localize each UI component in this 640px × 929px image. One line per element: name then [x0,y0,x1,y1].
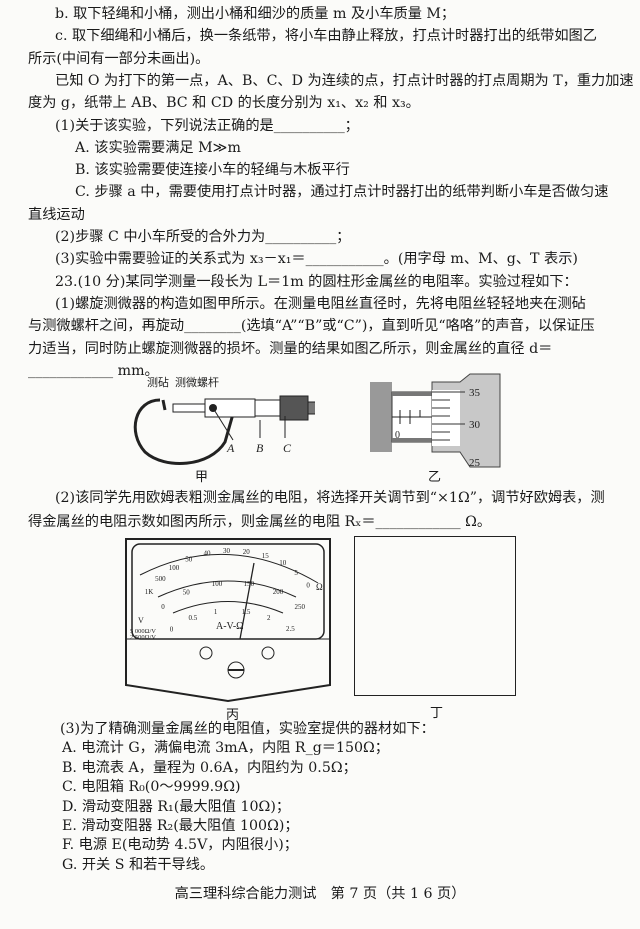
scale-tick-label: 50 [185,555,193,563]
scale-tick-label: 0 [161,603,165,611]
v-label: V [138,616,144,625]
text-line: C. 步骤 a 中，需要使用打点计时器，通过打点计时器打出的纸带判断小车是否做匀… [75,184,609,201]
text-line: 得金属丝的电阻示数如图丙所示，则金属丝的电阻 Rₓ＝____________ Ω… [28,514,492,530]
scale-tick-label: 200 [273,588,284,596]
text-line: C. 电阻箱 R₀(0～9999.9Ω) [62,779,241,796]
tick-0: 0 [395,430,400,441]
text-line: B. 该实验需要使连接小车的轻绳与木板平行 [75,162,350,179]
text-line: (1)关于该实验，下列说法正确的是__________； [55,117,359,134]
text-line: (2)步骤 C 中小车所受的合外力为__________； [55,229,351,245]
scale-tick-label: 2 [267,614,271,622]
text-line: 所示(中间有一部分未画出)。 [28,50,210,67]
scale-tick-label: 1.5 [242,608,251,616]
spec-2: 2 500Ω/V [130,634,156,641]
scale-tick-label: 250 [295,603,306,611]
ohm-unit: Ω [316,582,323,592]
caption-bing: 丙 [226,708,240,723]
spec-1: 5 000Ω/V [130,628,156,635]
text-line: c. 取下细绳和小桶后，换一条纸带，将小车由静止释放，打点计时器打出的纸带如图乙 [55,28,597,45]
scale-tick-label: 100 [169,564,180,572]
text-line: A. 该实验需要满足 M≫m [75,139,241,156]
label-b: B [256,441,264,455]
text-line: 力适当，同时防止螺旋测微器的损坏。测量的结果如图乙所示，则金属丝的直径 d＝ [28,340,553,357]
text-line: (3)实验中需要验证的关系式为 x₃－x₁＝___________。(用字母 m… [55,251,578,268]
text-line: (3)为了精确测量金属丝的电阻值，实验室提供的器材如下： [60,721,435,737]
micrometer-reading-figure: 35 30 25 0 [370,373,501,469]
text-line: B. 电流表 A，量程为 0.6A，内阻约为 0.5Ω； [62,759,357,776]
scale-tick-label: 2.5 [286,625,295,633]
scale-tick-label: 150 [244,580,255,588]
text-line: (2)该同学先用欧姆表粗测金属丝的电阻，将选择开关调节到“×1Ω”，调节好欧姆表… [55,490,605,506]
scale-tick-label: 0.5 [189,614,198,622]
page-footer: 高三理科综合能力测试 第 7 页（共 1 6 页） [174,886,466,902]
caption-yi: 乙 [428,470,442,485]
text-line: 与测微螺杆之间，再旋动________(选填“A”“B”或“C”)，直到听见“咯… [28,318,595,335]
scale-tick-label: 10 [279,559,287,567]
text-line: b. 取下轻绳和小桶，测出小桶和细沙的质量 m 及小车质量 M； [55,6,456,22]
text-line: 度为 g，纸带上 AB、BC 和 CD 的长度分别为 x₁、x₂ 和 x₃。 [28,95,420,112]
anvil-label: 测砧 [147,375,169,389]
scale-tick-label: 20 [243,548,251,556]
text-line: ____________ mm。 [28,362,159,379]
label-c: C [283,441,292,455]
text-line: A. 电流计 G，满偏电流 3mA，内阻 R_g＝150Ω； [62,740,389,757]
micrometer-figure: 测砧 测微螺杆 A B C [133,375,315,465]
text-line: E. 滑动变阻器 R₂(最大阻值 100Ω)； [62,818,299,834]
scale-tick-label: 500 [155,575,166,583]
text-line: F. 电源 E(电动势 4.5V，内阻很小)； [62,837,298,854]
tick-35: 35 [469,387,481,399]
scale-tick-label: 1K [145,588,154,596]
scale-tick-label: 40 [204,550,212,558]
scale-tick-label: 100 [212,580,223,588]
tick-25: 25 [469,457,481,469]
caption-jia: 甲 [195,470,209,485]
text-line: 23.(10 分)某同学测量一段长为 L＝1m 的圆柱形金属丝的电阻率。实验过程… [55,273,578,290]
tick-30: 30 [469,419,481,431]
text-line: 直线运动 [28,206,85,223]
blank-drawing-box [354,536,516,696]
text-line: 已知 O 为打下的第一点，A、B、C、D 为连续的点，打点计时器的打点周期为 T… [55,72,634,89]
scale-tick-label: 30 [223,547,231,555]
meter-label: A-V-Ω [216,621,244,632]
caption-ding: 丁 [430,706,444,721]
label-a: A [226,441,235,455]
scale-tick-label: 5 [294,569,298,577]
text-line: D. 滑动变阻器 R₁(最大阻值 10Ω)； [62,798,291,815]
scale-tick-label: 1 [214,608,218,616]
text-line: G. 开关 S 和若干导线。 [62,856,215,873]
scale-tick-label: 50 [183,588,191,596]
scale-tick-label: 0 [306,581,310,589]
spindle-label: 测微螺杆 [175,375,219,389]
scale-tick-label: 15 [262,552,270,560]
scale-tick-label: 0 [170,625,174,633]
text-line: (1)螺旋测微器的构造如图甲所示。在测量电阻丝直径时，先将电阻丝轻轻地夹在测砧 [55,295,586,312]
